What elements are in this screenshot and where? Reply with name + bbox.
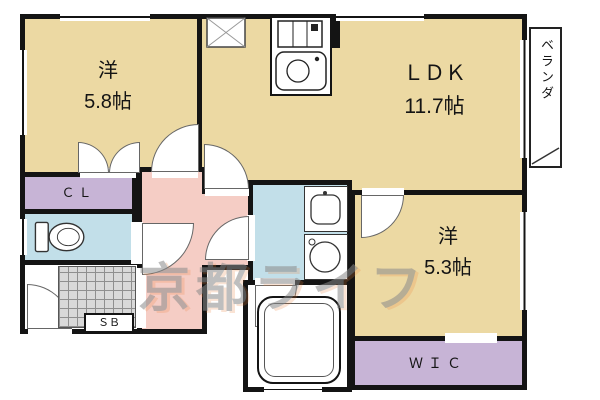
shoe-box: ＳＢ xyxy=(84,313,134,333)
veranda xyxy=(529,27,562,168)
ldk-label: ＬＤＫ 11.7帖 xyxy=(352,58,517,123)
door-gap xyxy=(136,268,146,328)
closet-label: ＣＬ xyxy=(61,185,96,200)
ldk-size: 11.7帖 xyxy=(404,94,465,118)
door-gap xyxy=(362,188,404,197)
bedroom1-size: 5.8帖 xyxy=(84,91,132,113)
window xyxy=(264,386,322,393)
window xyxy=(60,13,150,21)
ldk-name: ＬＤＫ xyxy=(403,62,466,85)
washing-machine-icon xyxy=(304,234,348,280)
kitchen-counter xyxy=(270,16,332,96)
door-gap xyxy=(131,222,143,264)
washbasin-icon xyxy=(304,186,348,232)
wic-label: ＷＩＣ xyxy=(409,355,466,371)
room-ldk xyxy=(197,14,527,195)
bedroom2-label: 洋 5.3帖 xyxy=(378,222,518,284)
bedroom1-label: 洋 5.8帖 xyxy=(38,56,178,118)
room-wic xyxy=(350,336,527,390)
toilet-icon xyxy=(34,221,85,253)
bedroom2-size: 5.3帖 xyxy=(424,257,472,279)
window xyxy=(336,13,424,21)
door-gap xyxy=(205,188,249,196)
stove-and-sink-icon xyxy=(275,20,327,91)
door-gap xyxy=(28,327,72,336)
door-gap xyxy=(80,168,136,178)
bathtub-icon xyxy=(257,296,341,384)
hatch-square-icon xyxy=(206,17,246,48)
door-gap xyxy=(255,278,295,287)
bathtub-inner xyxy=(264,303,334,377)
shoe-box-label: ＳＢ xyxy=(98,317,120,329)
window-veranda-door xyxy=(520,40,529,158)
bedroom2-name: 洋 xyxy=(438,226,458,248)
veranda-divider-icon xyxy=(531,147,560,165)
veranda-label: ベランダ xyxy=(539,38,554,102)
door-gap xyxy=(445,333,497,343)
door-gap xyxy=(247,215,255,261)
window xyxy=(19,219,27,255)
window xyxy=(520,212,529,310)
bedroom1-name: 洋 xyxy=(98,60,118,82)
window xyxy=(19,50,27,135)
wall-stub xyxy=(332,14,340,48)
